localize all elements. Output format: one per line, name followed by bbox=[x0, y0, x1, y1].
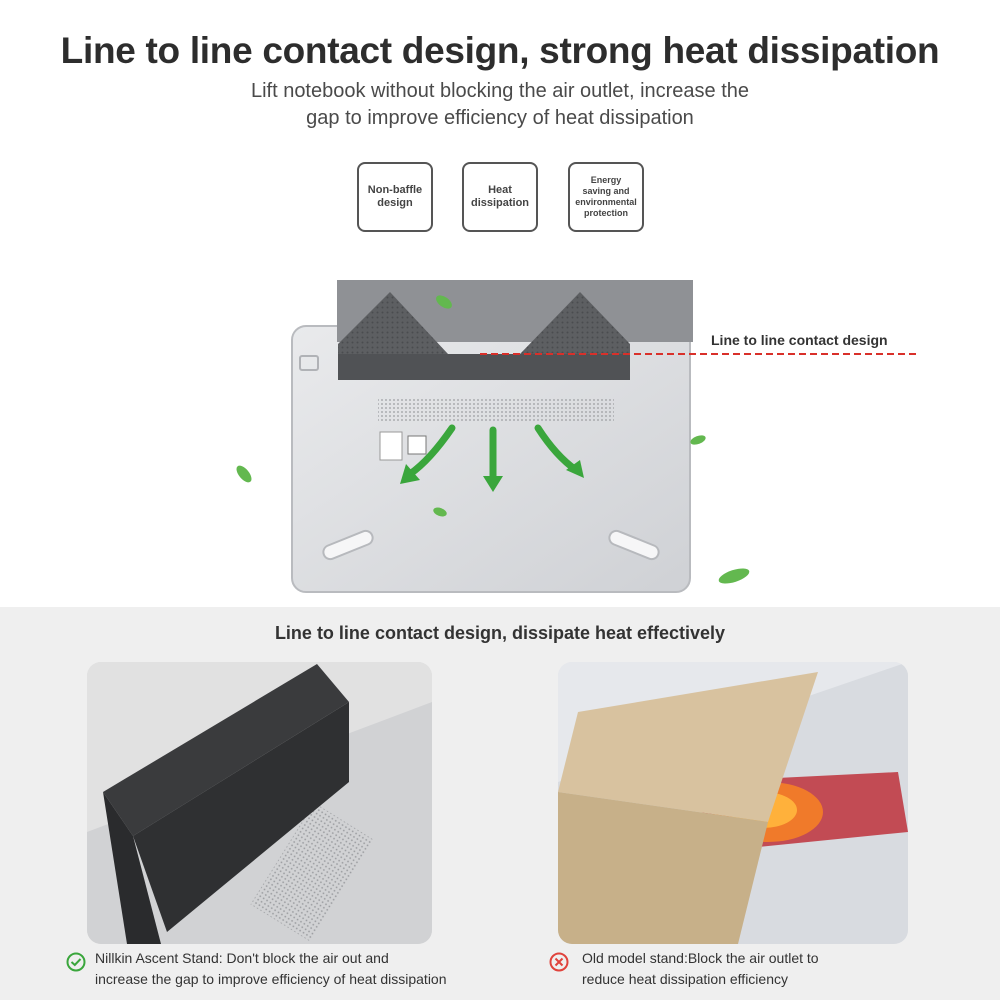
caption-line: Old model stand:Block the air outlet to bbox=[582, 950, 819, 966]
good-stand-caption: Nillkin Ascent Stand: Don't block the ai… bbox=[95, 948, 495, 990]
leaf-icon bbox=[236, 465, 252, 483]
leaf-icon bbox=[433, 507, 447, 517]
laptop-qr-sticker bbox=[407, 435, 427, 455]
feature-non-baffle: Non-baffle design bbox=[357, 162, 433, 232]
laptop-foot bbox=[608, 529, 660, 561]
caption-line: Nillkin Ascent Stand: Don't block the ai… bbox=[95, 950, 389, 966]
page-title: Line to line contact design, strong heat… bbox=[60, 30, 940, 71]
caption-line: reduce heat dissipation efficiency bbox=[582, 971, 788, 987]
airflow-arrowhead bbox=[566, 460, 584, 478]
callout-label: Line to line contact design bbox=[711, 332, 888, 348]
feature-label: Non-baffle bbox=[367, 184, 423, 196]
leaf-icon bbox=[690, 435, 706, 445]
x-circle-icon bbox=[549, 952, 569, 972]
airflow-arrowhead bbox=[483, 476, 503, 492]
laptop-hinge-tab bbox=[299, 355, 319, 371]
leaf-icon bbox=[718, 568, 750, 584]
subtitle-line-2: gap to improve efficiency of heat dissip… bbox=[306, 107, 694, 129]
feature-heat-dissipation: Heat dissipation bbox=[462, 162, 538, 232]
laptop-foot bbox=[322, 529, 374, 561]
airflow-arrow-left bbox=[406, 424, 456, 478]
old-stand-graphic bbox=[558, 662, 908, 944]
laptop-stand-illustration: Line to line contact design bbox=[236, 280, 920, 593]
old-stand-photo bbox=[558, 662, 908, 944]
stand-base bbox=[338, 354, 630, 380]
feature-energy-saving: Energy saving and environmental protecti… bbox=[568, 162, 644, 232]
comparison-heading: Line to line contact design, dissipate h… bbox=[274, 623, 726, 643]
feature-label: protection bbox=[583, 208, 628, 218]
feature-label: dissipation bbox=[470, 197, 530, 209]
laptop-sticker bbox=[379, 431, 403, 461]
ascent-stand-graphic bbox=[87, 662, 432, 944]
feature-label: saving and bbox=[582, 186, 630, 196]
air-vent bbox=[378, 398, 614, 422]
airflow-arrowhead bbox=[400, 464, 420, 484]
ascent-stand-photo bbox=[87, 662, 432, 944]
check-circle-icon bbox=[66, 952, 86, 972]
feature-label: environmental bbox=[575, 197, 637, 207]
old-stand-caption: Old model stand:Block the air outlet to … bbox=[582, 948, 922, 990]
feature-label: Energy bbox=[590, 175, 622, 185]
feature-label: Heat bbox=[488, 184, 512, 196]
feature-label: design bbox=[377, 197, 413, 209]
caption-line: increase the gap to improve efficiency o… bbox=[95, 971, 447, 987]
subtitle-line-1: Lift notebook without blocking the air o… bbox=[250, 80, 750, 102]
page-subtitle: Lift notebook without blocking the air o… bbox=[200, 78, 800, 132]
leaf-icon bbox=[436, 295, 452, 309]
